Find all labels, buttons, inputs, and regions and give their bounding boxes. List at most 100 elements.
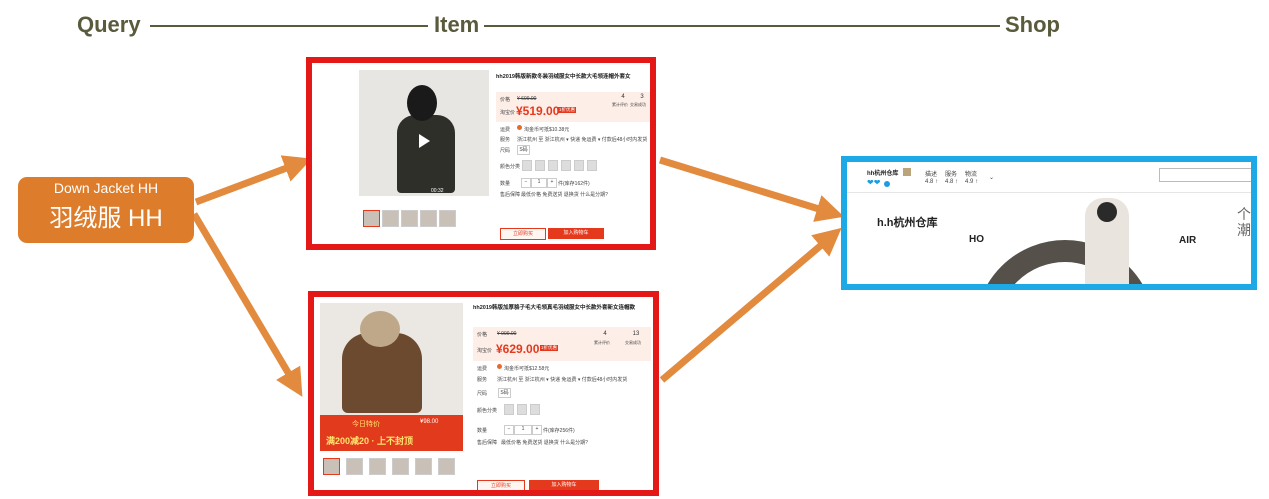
shop-name[interactable]: hh杭州仓库	[867, 171, 899, 177]
shop-banner-name: h.h杭州仓库	[877, 217, 938, 229]
item2-consult: 最低价格 免费送货 退换货 什么是分期?	[501, 440, 588, 446]
item2-thumb-3[interactable]	[369, 458, 386, 475]
arrow-item1-to-shop	[658, 156, 845, 222]
item1-qty-label: 数量	[500, 181, 511, 187]
item-header: Item	[434, 12, 480, 37]
item1-service-label: 服务	[500, 137, 511, 143]
item2-consult-label: 售后保障	[477, 440, 498, 446]
item2-size-option[interactable]: S码	[498, 388, 511, 398]
item2-buy-now-button[interactable]: 立即购买	[477, 480, 525, 490]
item2-stat1-label: 累计评价	[594, 340, 610, 345]
item2-qty-plus[interactable]: +	[532, 425, 542, 435]
item2-thumb-4[interactable]	[392, 458, 409, 475]
item1-stock: 件(库存162件)	[558, 181, 590, 187]
item1-color-swatch-4[interactable]	[561, 160, 571, 171]
item1-size-option[interactable]: S码	[517, 145, 530, 155]
item2-price-area	[473, 327, 651, 361]
item2-promo-label: 淘宝价	[477, 348, 493, 354]
shop-score-service: 4.8 ↑	[945, 179, 959, 185]
item2-add-to-cart-button[interactable]: 加入购物车	[529, 480, 599, 490]
item2-thumb-6[interactable]	[438, 458, 455, 475]
item1-thumb-4[interactable]	[420, 210, 437, 227]
item1-color-swatch-2[interactable]	[535, 160, 545, 171]
header-dash-line-1	[150, 25, 428, 27]
shop-header: Shop	[1005, 12, 1060, 37]
item2-qty-label: 数量	[477, 428, 488, 434]
item1-orig-label: 价格	[500, 97, 511, 103]
item1-color-label: 颜色分类	[500, 164, 521, 170]
arrow-query-to-item1	[194, 155, 312, 206]
item2-color-label: 颜色分类	[477, 408, 498, 414]
item1-stat1-value: 4	[621, 94, 625, 100]
item1-thumb-5[interactable]	[439, 210, 456, 227]
item2-thumb-1[interactable]	[323, 458, 340, 475]
item1-discount-tag: 1折优惠	[558, 107, 577, 113]
item2-thumb-2[interactable]	[346, 458, 363, 475]
shop-banner-side-text: 个 潮	[1237, 206, 1251, 238]
item1-qty-input[interactable]: 1	[531, 178, 547, 188]
item1-add-to-cart-button[interactable]: 加入购物车	[548, 228, 604, 239]
shop-banner-air: AIR	[1179, 235, 1197, 246]
arrow-query-to-item2	[190, 212, 303, 397]
item1-title: hh2019韩版新款冬装羽绒服女中长款大毛领连帽外套女	[496, 74, 631, 80]
item2-color-swatch-3[interactable]	[530, 404, 540, 415]
item1-screenshot: 00:32 hh2019韩版新款冬装羽绒服女中长款大毛领连帽外套女 价格 ¥ 6…	[306, 57, 656, 250]
item2-qty-minus[interactable]: −	[504, 425, 514, 435]
item2-service: 浙江杭州 至 浙江杭州 ▾ 快递 免运费 ▾ 付款后48小时内发货	[497, 377, 628, 383]
item1-thumb-1[interactable]	[363, 210, 380, 227]
item1-qty-minus[interactable]: −	[521, 178, 531, 188]
item2-delivery-label: 运费	[477, 366, 488, 372]
item2-price: ¥629.00	[496, 342, 540, 356]
item2-color-swatch-1[interactable]	[504, 404, 514, 415]
shop-score-desc: 4.8 ↑	[925, 179, 939, 185]
item2-stat2-label: 交易成功	[625, 340, 641, 345]
item1-jacket-shape	[397, 115, 455, 193]
shop-nav-desc[interactable]: 描述	[925, 172, 938, 178]
item2-banner-text: 满200减20 · 上不封顶	[326, 436, 414, 446]
header-dash-line-2	[484, 25, 1000, 27]
item2-title: hh2019韩版加厚貉子毛大毛领真毛羽绒服女中长款外套新女连帽款	[473, 305, 635, 311]
item1-video-time: 00:32	[431, 188, 444, 194]
item1-head-shape	[407, 85, 437, 121]
item1-color-swatch-3[interactable]	[548, 160, 558, 171]
shop-nav-service[interactable]: 服务	[945, 172, 958, 178]
coin-icon	[497, 364, 502, 369]
item1-orig-price: ¥ 699.00	[517, 96, 537, 102]
item2-qty-input[interactable]: 1	[514, 425, 532, 435]
item1-thumb-3[interactable]	[401, 210, 418, 227]
model-head-shape	[1097, 202, 1117, 222]
play-icon[interactable]	[419, 134, 430, 148]
item2-screenshot: 今日特价 ¥98.00 满200减20 · 上不封顶 hh2019韩版加厚貉子毛…	[308, 291, 659, 496]
item1-color-swatch-6[interactable]	[587, 160, 597, 171]
item2-product-image[interactable]: 今日特价 ¥98.00 满200减20 · 上不封顶	[320, 303, 463, 451]
shop-search-input[interactable]	[1159, 168, 1251, 182]
item2-thumb-5[interactable]	[415, 458, 432, 475]
item1-color-swatch-1[interactable]	[522, 160, 532, 171]
item2-size-label: 尺码	[477, 391, 488, 397]
query-chinese: 羽绒服 HH	[49, 205, 163, 232]
item1-delivery: 淘金币可抵$10.38元	[524, 127, 570, 133]
heart-rating-icon: ❤❤	[867, 178, 881, 187]
shop-nav-logistics[interactable]: 物流	[965, 172, 978, 178]
shop-header-divider	[847, 192, 1251, 193]
item2-color-swatch-2[interactable]	[517, 404, 527, 415]
query-node: Down Jacket HH 羽绒服 HH	[18, 177, 194, 243]
shop-banner-model	[1085, 198, 1129, 284]
item1-product-image[interactable]: 00:32	[359, 70, 489, 196]
item2-banner-price: ¥98.00	[420, 419, 439, 425]
item1-buy-now-button[interactable]: 立即购买	[500, 228, 546, 240]
item2-stock: 件(库存256件)	[543, 428, 575, 434]
item1-color-swatch-5[interactable]	[574, 160, 584, 171]
chevron-down-icon[interactable]: ⌄	[989, 175, 995, 181]
item1-price: ¥519.00	[516, 104, 560, 118]
item2-stat1-value: 4	[603, 331, 607, 337]
query-english: Down Jacket HH	[53, 180, 159, 196]
item2-fur-hood-shape	[360, 311, 400, 347]
item1-stat2-label: 交易成功	[630, 102, 646, 107]
item1-stat2-value: 3	[640, 94, 644, 100]
item2-banner-top: 今日特价	[352, 421, 380, 428]
item1-thumb-2[interactable]	[382, 210, 399, 227]
item1-qty-plus[interactable]: +	[547, 178, 557, 188]
item2-delivery: 淘金币可抵$12.58元	[504, 366, 550, 372]
